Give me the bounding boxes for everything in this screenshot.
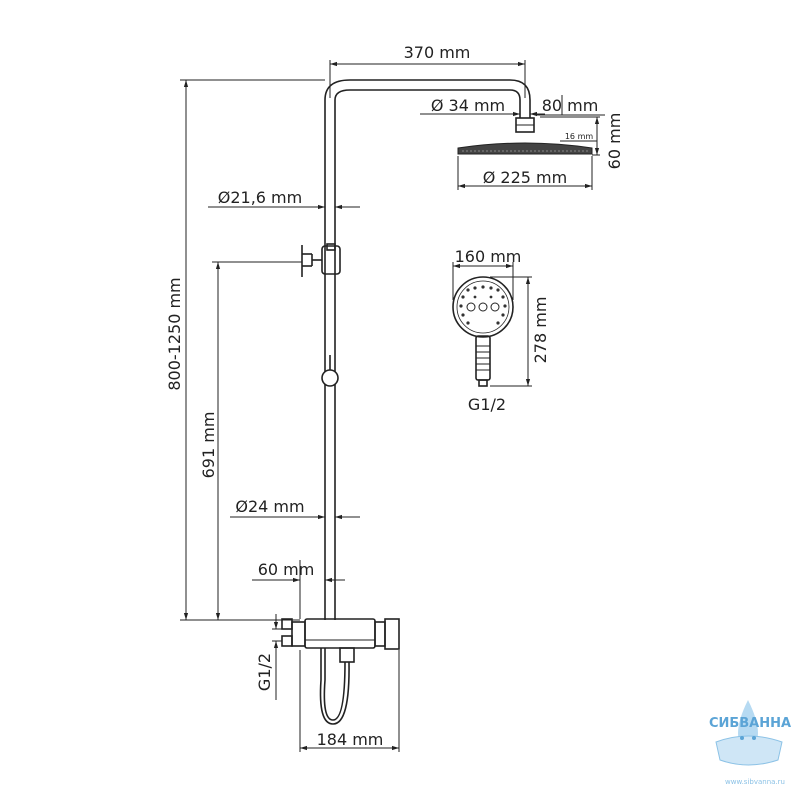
label-arm-diameter: Ø 34 mm [431, 96, 505, 115]
label-holder-height: 691 mm [199, 412, 218, 479]
label-lower-pipe-diameter: Ø24 mm [235, 497, 304, 516]
dim-hand-width [452, 262, 514, 300]
label-head-height: 60 mm [605, 113, 624, 170]
riser-pipe [324, 79, 531, 620]
dim-head-diameter [457, 156, 593, 190]
label-upper-pipe-diameter: Ø21,6 mm [218, 188, 302, 207]
dim-head-height [540, 116, 600, 156]
overhead-shower-head [457, 117, 593, 155]
dim-mixer-width [299, 650, 400, 752]
dim-total-height [180, 79, 325, 621]
label-head-diameter: Ø 225 mm [483, 168, 567, 187]
watermark-url: www.sibvanna.ru [725, 778, 785, 786]
label-hand-length: 278 mm [531, 297, 550, 364]
label-mixer-width: 184 mm [317, 730, 384, 749]
dim-holder-height [212, 261, 302, 620]
mixer-body [281, 618, 400, 725]
dim-head-offset [535, 95, 605, 116]
dim-mixer-offset [252, 560, 345, 619]
label-head-thickness-small: 16 mm [565, 132, 594, 141]
label-hand-thread: G1/2 [468, 395, 506, 414]
hand-shower [452, 276, 514, 387]
pipe-joint [321, 355, 339, 387]
label-mixer-offset: 60 mm [258, 560, 315, 579]
watermark-logo: СИБВАННА www.sibvanna.ru [709, 700, 791, 786]
label-inlet-thread: G1/2 [255, 653, 274, 691]
label-head-offset: 80 mm [542, 96, 599, 115]
label-arm-length: 370 mm [404, 43, 471, 62]
dim-inlet-thread [272, 614, 282, 700]
dim-arm-length [329, 60, 526, 98]
label-total-height: 800-1250 mm [165, 277, 184, 390]
sliding-holder [301, 243, 341, 277]
dim-hand-length [490, 276, 532, 387]
watermark-brand: СИБВАННА [709, 716, 791, 731]
label-hand-width: 160 mm [455, 247, 522, 266]
